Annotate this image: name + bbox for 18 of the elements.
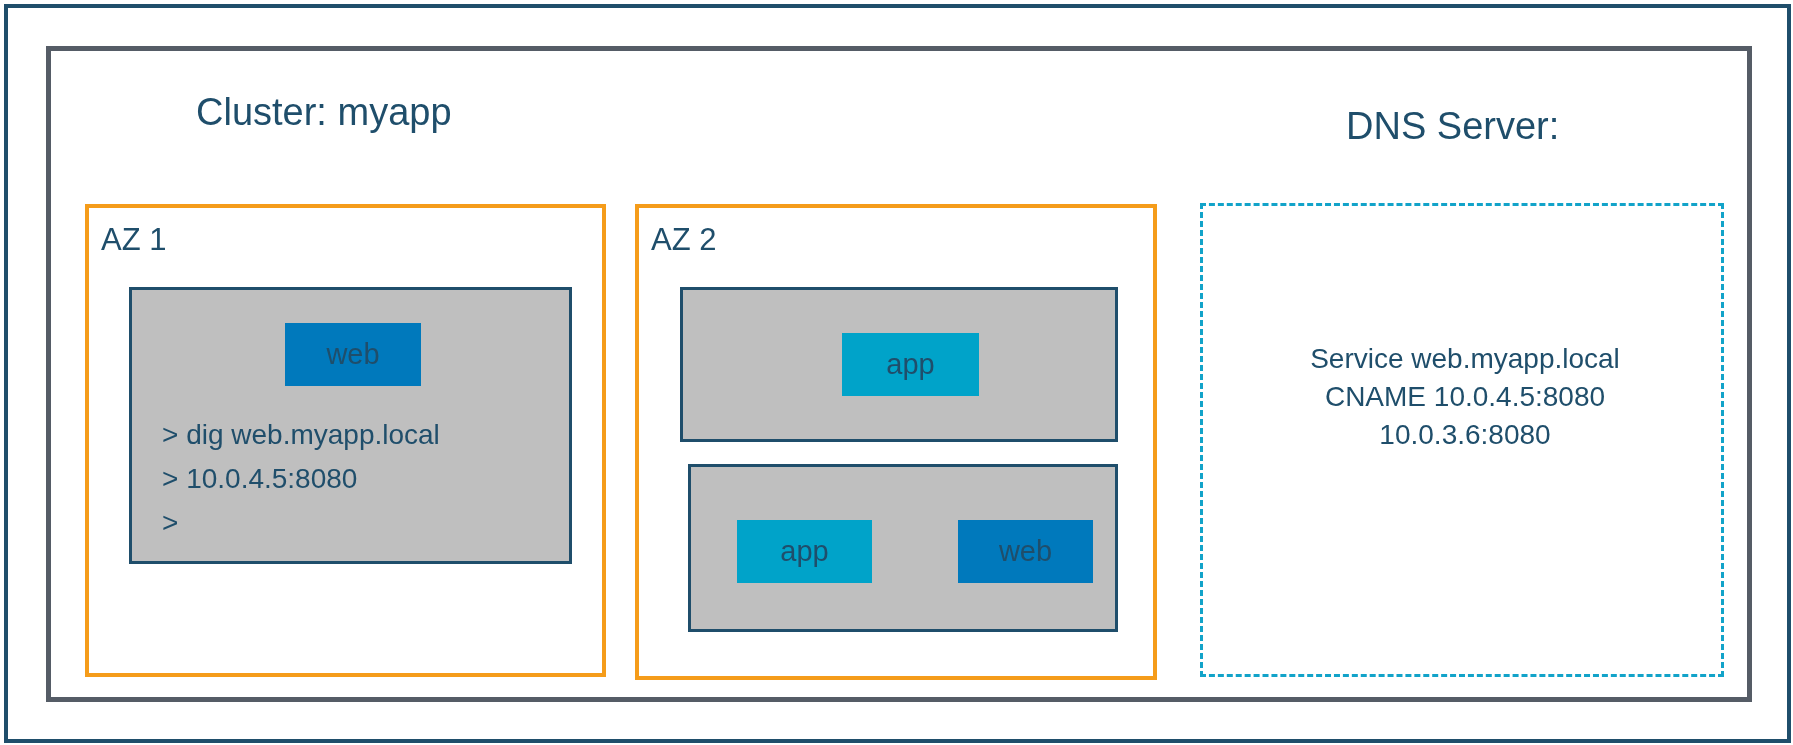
host-box [680, 287, 1118, 442]
service-box: app [842, 333, 979, 396]
terminal-line: > [162, 506, 179, 540]
zone-box [635, 204, 1157, 680]
service-box: web [958, 520, 1093, 583]
zone-label: AZ 1 [101, 222, 167, 258]
terminal-line: > dig web.myapp.local [162, 418, 440, 452]
host-box [688, 464, 1118, 632]
service-box: app [737, 520, 872, 583]
zone-label: AZ 2 [651, 222, 717, 258]
dns-record-text: Service web.myapp.local CNAME 10.0.4.5:8080 10.0.3.6:8080 [1309, 342, 1621, 452]
dns-server-title: DNS Server: [1346, 105, 1560, 148]
service-box: web [285, 323, 421, 386]
cluster-title: Cluster: myapp [196, 91, 452, 134]
terminal-line: > 10.0.4.5:8080 [162, 462, 358, 496]
zone-box [85, 204, 606, 677]
cluster-panel [46, 46, 1752, 702]
host-box [129, 287, 572, 564]
